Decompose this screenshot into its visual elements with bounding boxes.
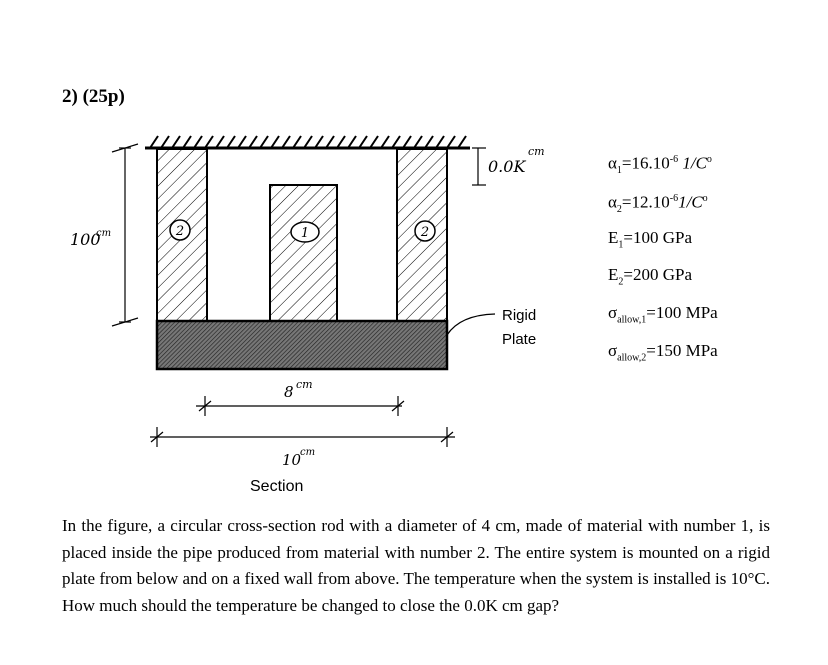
pipe-label-left: 2 — [169, 219, 191, 241]
svg-text:2: 2 — [175, 224, 184, 239]
inner-rod — [269, 184, 338, 322]
pipe-label-right: 2 — [414, 220, 436, 242]
height-dimension — [111, 143, 139, 327]
svg-text:2: 2 — [420, 225, 429, 240]
property-alpha2: α2=12.10-61/Co — [608, 192, 708, 216]
gap-unit: cm — [528, 145, 545, 158]
gap-dimension — [472, 147, 486, 186]
inner-dim-unit: cm — [296, 378, 313, 391]
property-e1: E1=100 GPa — [608, 228, 693, 251]
section-label: Section — [250, 478, 303, 495]
height-unit: cm — [96, 228, 111, 239]
svg-text:1: 1 — [301, 226, 309, 241]
outer-dim-label: 10 — [282, 451, 302, 469]
rigid-plate — [155, 319, 449, 371]
fixed-wall — [145, 135, 470, 150]
gap-label: 0.0K — [488, 157, 526, 176]
inner-dim-label: 8 — [284, 383, 294, 401]
plate-leader-line — [446, 313, 496, 336]
outer-dim-unit: cm — [300, 447, 315, 458]
property-sigma2: σallow,2=150 MPa — [608, 341, 718, 364]
plate-label-line1: Rigid — [502, 307, 536, 324]
inner-dimension — [196, 396, 405, 416]
problem-text: In the figure, a circular cross-section … — [62, 516, 770, 615]
height-label: 100 — [70, 230, 101, 249]
plate-label-line2: Plate — [502, 331, 536, 348]
property-sigma1: σallow,1=100 MPa — [608, 303, 718, 326]
rod-label: 1 — [290, 221, 320, 243]
property-alpha1: α1=16.10-6 1/Co — [608, 153, 712, 177]
property-e2: E2=200 GPa — [608, 265, 693, 288]
structure-figure: 2 1 2 0.0K cm 100 cm Rigid Plate 8 cm — [70, 135, 545, 495]
problem-number: 2) (25p) — [62, 86, 125, 107]
outer-dimension — [150, 427, 455, 447]
